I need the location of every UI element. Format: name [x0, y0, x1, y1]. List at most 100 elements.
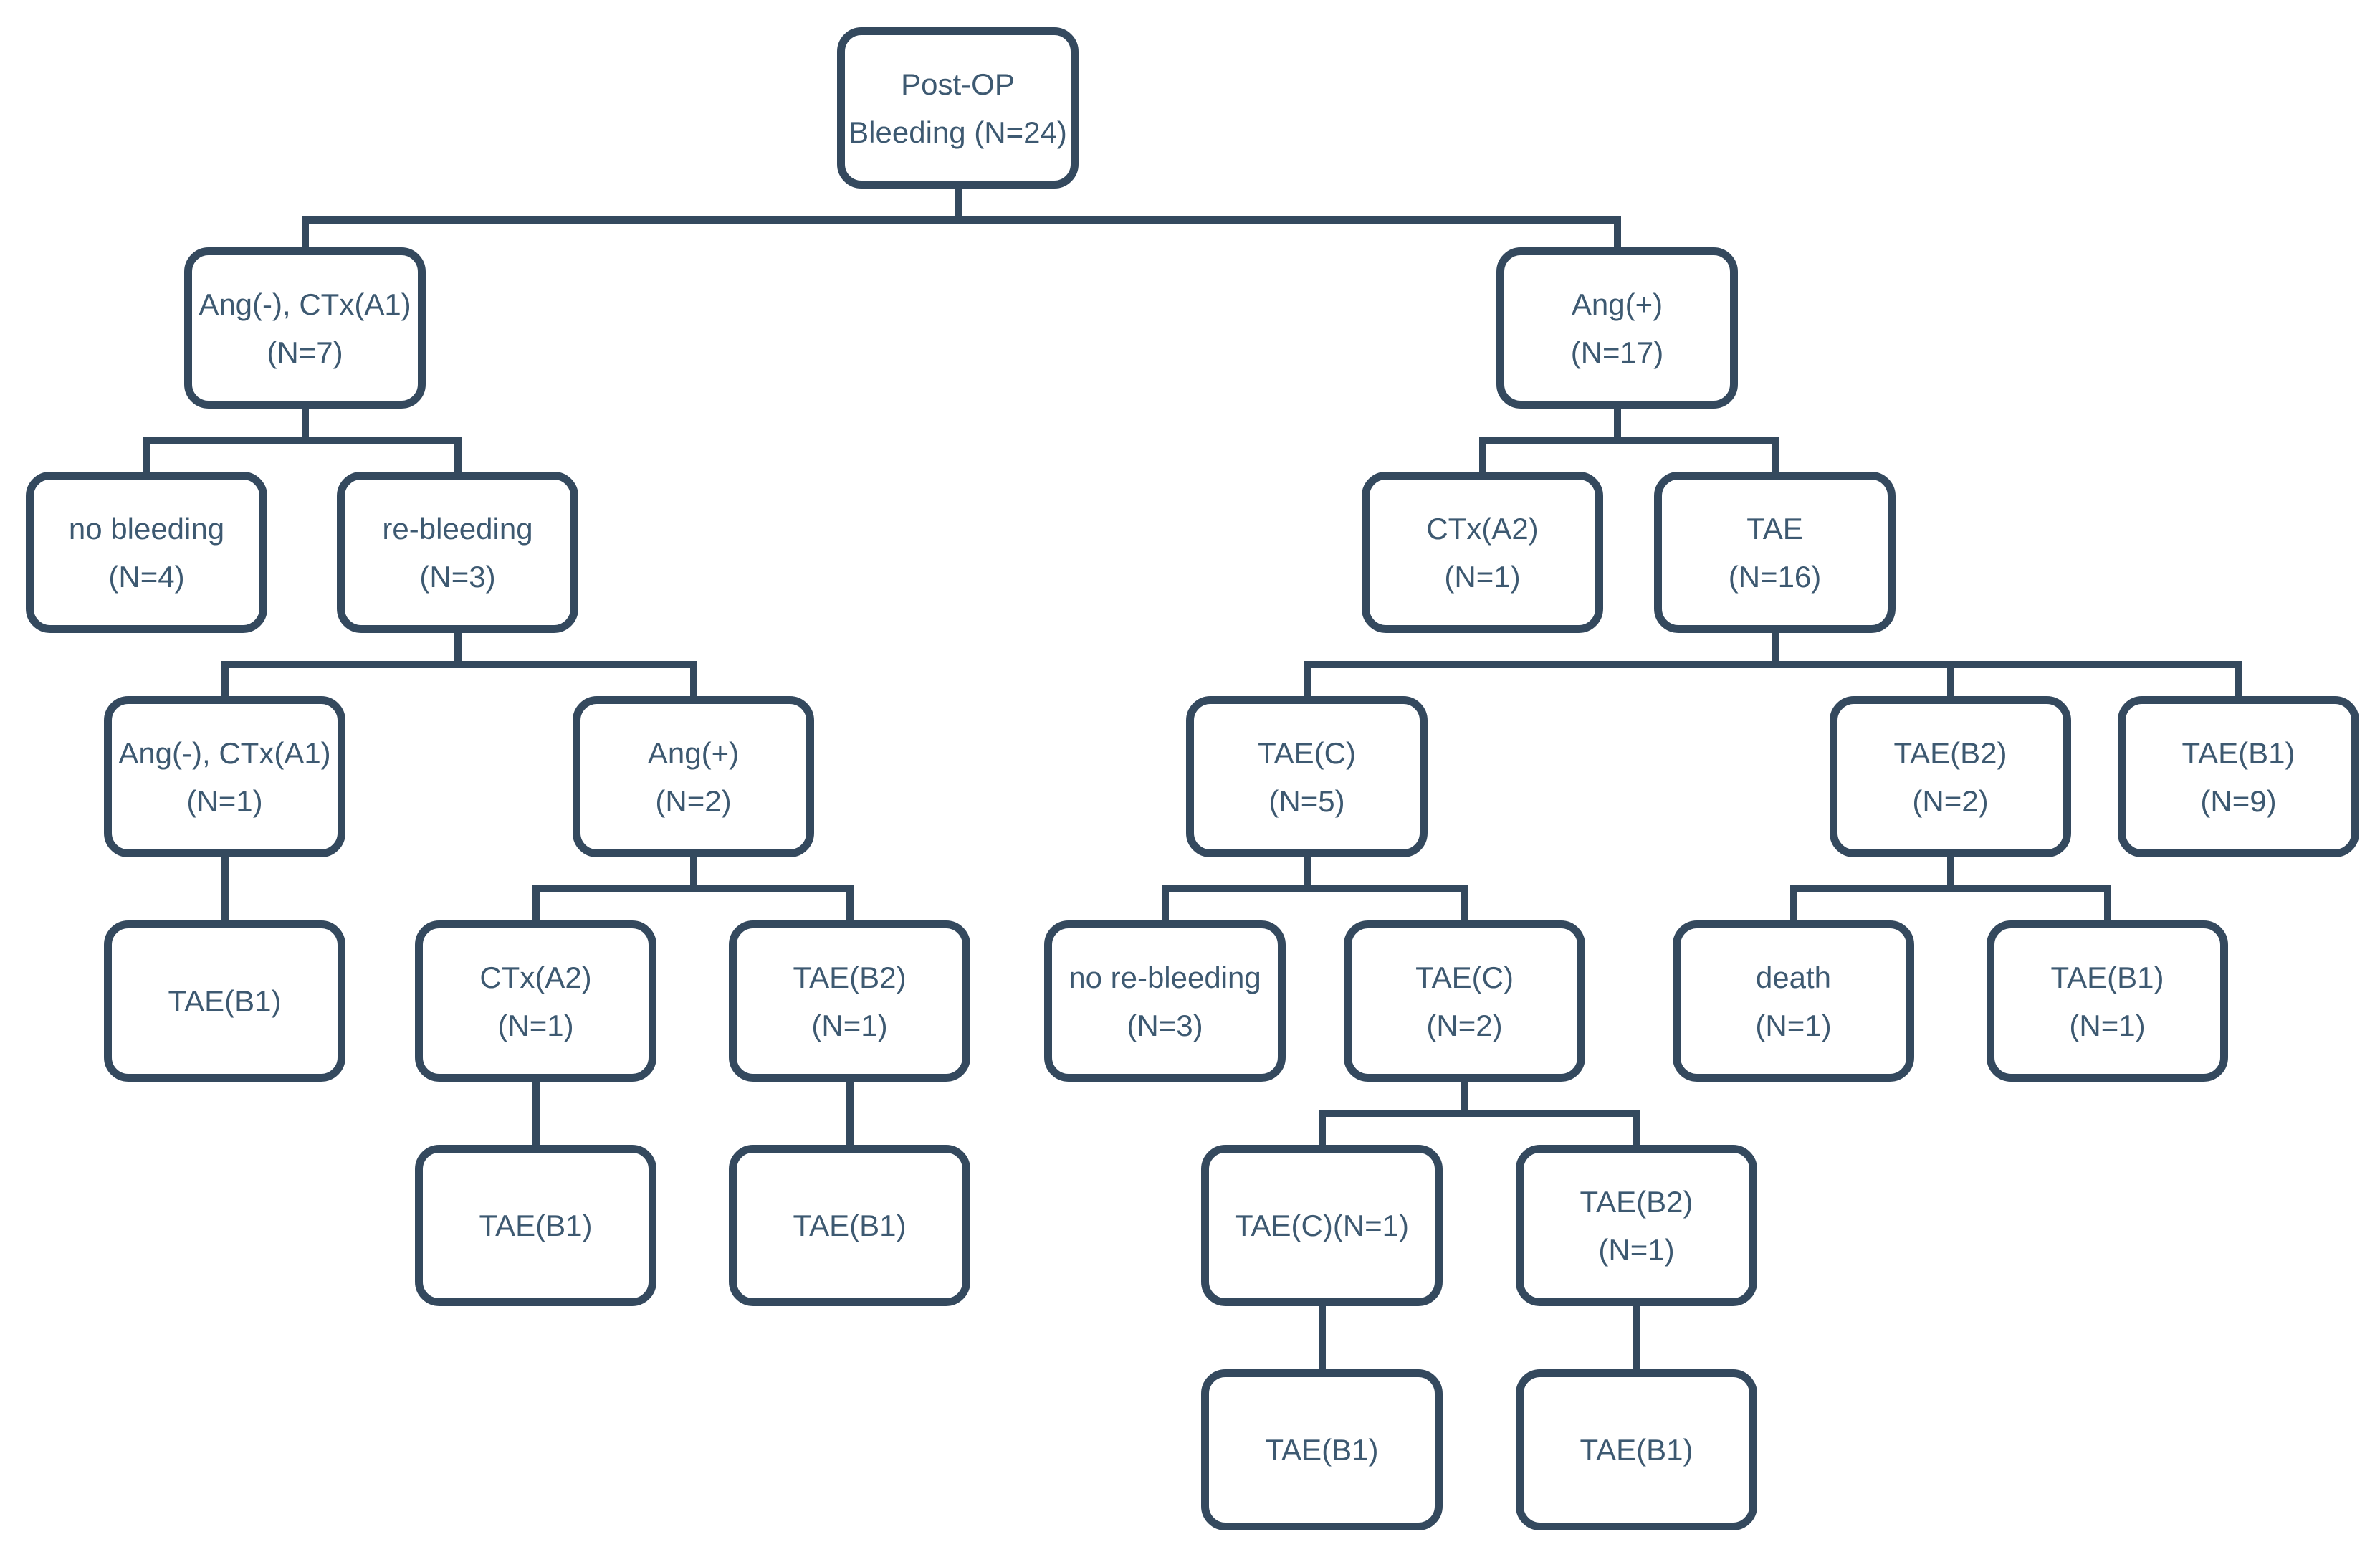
node-death-n1: death (N=1): [1673, 920, 1914, 1082]
node-label: TAE(C)(N=1): [1234, 1209, 1410, 1242]
node-ang-neg-ctx-a1-n1: Ang(-), CTx(A1) (N=1): [104, 696, 345, 857]
node-count: (N=2): [1426, 1008, 1503, 1042]
node-re-bleeding-n3: re-bleeding (N=3): [337, 472, 578, 633]
connector-line: [1303, 661, 1311, 698]
node-tae-c-n2: TAE(C) (N=2): [1344, 920, 1585, 1082]
node-label: CTx(A2): [479, 960, 592, 994]
connector-line: [1613, 407, 1621, 444]
connector-line: [1771, 632, 1779, 668]
node-label: Ang(+): [1571, 287, 1663, 321]
node-count: (N=9): [2200, 784, 2277, 818]
node-label: re-bleeding: [382, 511, 533, 546]
node-tae-b1-under-ctx-a2: TAE(B1): [415, 1145, 656, 1306]
node-tae-b1-under-tae-b2-n1: TAE(B1): [1516, 1369, 1757, 1530]
node-label: TAE: [1746, 511, 1803, 546]
connector-line: [2235, 661, 2242, 698]
connector-line: [1633, 1305, 1640, 1371]
connector-line: [221, 661, 229, 698]
node-label: Post-OP: [901, 67, 1015, 101]
node-label: TAE(B2): [1893, 735, 2007, 770]
connector-line: [1161, 885, 1468, 892]
connector-line: [1461, 1080, 1468, 1117]
node-count: (N=2): [655, 784, 732, 818]
connector-line: [1478, 437, 1779, 444]
connector-line: [301, 407, 309, 444]
connector-line: [301, 216, 309, 249]
node-label: Ang(-), CTx(A1): [199, 287, 411, 321]
node-tae-c-n1: TAE(C)(N=1): [1201, 1145, 1443, 1306]
node-tae-c-n5: TAE(C) (N=5): [1186, 696, 1428, 857]
connector-line: [1461, 885, 1468, 922]
connector-line: [1789, 885, 2111, 892]
connector-line: [1613, 216, 1621, 249]
node-label: TAE(B1): [2181, 735, 2295, 770]
node-count: (N=7): [267, 335, 343, 369]
connector-line: [143, 437, 462, 444]
node-tae-b2-n1-left: TAE(B2) (N=1): [729, 920, 970, 1082]
node-tae-b2-n2: TAE(B2) (N=2): [1830, 696, 2071, 857]
node-label: TAE(C): [1415, 960, 1514, 994]
connector-line: [1318, 1305, 1326, 1371]
node-no-bleeding-n4: no bleeding (N=4): [26, 472, 267, 633]
node-label: TAE(B1): [1580, 1433, 1693, 1467]
connector-line: [1946, 856, 1954, 892]
connector-line: [846, 1080, 854, 1146]
node-count: (N=1): [186, 784, 263, 818]
node-count: (N=1): [2069, 1008, 2146, 1042]
node-ang-neg-ctx-a1-n7: Ang(-), CTx(A1) (N=7): [184, 247, 426, 409]
connector-line: [1318, 1110, 1326, 1146]
node-label: Ang(+): [647, 735, 740, 770]
connector-line: [532, 1080, 540, 1146]
node-label: no re-bleeding: [1069, 960, 1261, 994]
connector-line: [2103, 885, 2111, 922]
node-tae-b1-under-ang-neg: TAE(B1): [104, 920, 345, 1082]
node-tae-b1-under-tae-c-n1: TAE(B1): [1201, 1369, 1443, 1530]
connector-line: [301, 216, 1621, 224]
node-label: TAE(B1): [2050, 960, 2164, 994]
node-tae-n16: TAE (N=16): [1654, 472, 1896, 633]
node-count: (N=3): [419, 559, 496, 594]
connector-line: [1771, 437, 1779, 473]
connector-line: [1303, 661, 2242, 668]
connector-line: [1478, 437, 1486, 473]
node-count: (N=2): [1912, 784, 1989, 818]
node-count: (N=17): [1570, 335, 1664, 369]
node-ctx-a2-n1-right: CTx(A2) (N=1): [1362, 472, 1603, 633]
node-label: no bleeding: [68, 511, 225, 546]
node-label: CTx(A2): [1426, 511, 1539, 546]
node-label: TAE(B1): [793, 1209, 907, 1242]
node-tae-b2-n1-right: TAE(B2) (N=1): [1516, 1145, 1757, 1306]
connector-line: [689, 661, 697, 698]
node-count: (N=1): [497, 1008, 574, 1042]
node-count: (N=1): [811, 1008, 888, 1042]
connector-line: [846, 885, 854, 922]
node-label: Ang(-), CTx(A1): [118, 735, 331, 770]
connector-line: [1161, 885, 1169, 922]
node-ang-pos-n2: Ang(+) (N=2): [573, 696, 814, 857]
node-tae-b1-under-tae-b2-left: TAE(B1): [729, 1145, 970, 1306]
node-tae-b1-n1: TAE(B1) (N=1): [1987, 920, 2228, 1082]
connector-line: [454, 632, 462, 668]
node-label: TAE(B2): [1580, 1184, 1693, 1219]
node-ang-pos-n17: Ang(+) (N=17): [1496, 247, 1738, 409]
node-tae-b1-n9: TAE(B1) (N=9): [2118, 696, 2359, 857]
connector-line: [1946, 661, 1954, 698]
node-post-op-bleeding: Post-OP Bleeding (N=24): [837, 27, 1079, 189]
connector-line: [454, 437, 462, 473]
node-ctx-a2-n1-left: CTx(A2) (N=1): [415, 920, 656, 1082]
node-label: TAE(B1): [1265, 1433, 1379, 1467]
node-label: TAE(B1): [168, 984, 282, 1018]
connector-line: [1303, 856, 1311, 892]
node-label: death: [1755, 960, 1832, 994]
node-no-re-bleeding-n3: no re-bleeding (N=3): [1044, 920, 1286, 1082]
node-count: Bleeding (N=24): [849, 115, 1067, 149]
connector-line: [221, 856, 229, 922]
connector-line: [1789, 885, 1797, 922]
node-label: TAE(C): [1258, 735, 1356, 770]
node-label: TAE(B1): [479, 1209, 593, 1242]
node-count: (N=4): [108, 559, 185, 594]
connector-line: [1633, 1110, 1640, 1146]
node-count: (N=1): [1755, 1008, 1832, 1042]
connector-line: [532, 885, 540, 922]
connector-line: [532, 885, 854, 892]
